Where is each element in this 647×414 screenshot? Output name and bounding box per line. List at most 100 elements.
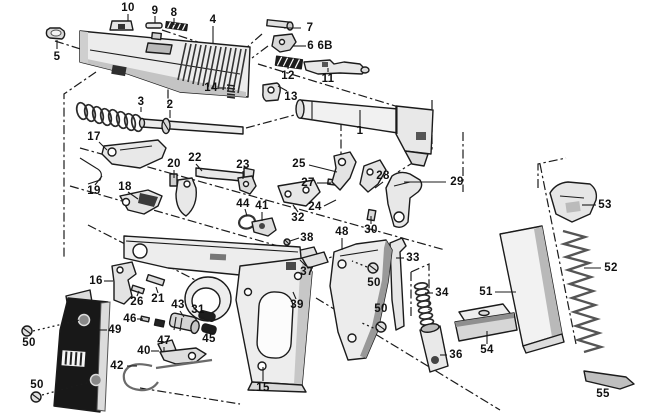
part-36-mainspring-seat [419,323,449,373]
leader-lines [56,14,601,381]
part-label-28: 28 [376,170,390,182]
part-label-45: 45 [202,333,216,345]
part-label-50: 50 [374,303,388,315]
part-18-takedown-lever [119,189,163,215]
part-10-rear-sight [109,20,134,31]
part-15-frame [123,235,329,393]
part-label-13: 13 [284,91,298,103]
part-label-11: 11 [321,73,335,85]
part-52-magazine-spring [559,229,606,354]
part-31-spring [198,310,216,322]
part-26-pin [130,284,146,295]
part-label-17: 17 [87,131,101,143]
part-label-8: 8 [170,7,178,19]
part-label-55: 55 [596,388,610,400]
part-label-50: 50 [30,379,44,391]
part-label-24: 24 [308,201,322,213]
part-label-46: 46 [123,313,137,325]
part-8-spring-pin [164,20,189,32]
part-54-base-pad [454,303,518,342]
part-48-right-grip-panel [329,239,393,361]
part-19-spring-wire [79,157,102,185]
part-label-26: 26 [130,296,144,308]
part-label-36: 36 [449,349,463,361]
part-53-magazine-follower [549,181,598,223]
part-2-recoil-spring-guide [138,117,244,135]
part-label-1: 1 [356,125,364,137]
part-44-o-ring [237,214,257,230]
part-46-pin [139,315,166,328]
part-label-40: 40 [137,345,151,357]
part-23-lever [237,175,257,195]
part-14-spring [226,84,236,99]
part-label-23: 23 [236,159,250,171]
part-6-extractor [271,33,297,53]
part-label-12: 12 [281,70,295,82]
part-label-27: 27 [301,177,315,189]
part-label-51: 51 [479,286,493,298]
part-4-slide [79,30,251,98]
part-label-7: 7 [306,22,314,34]
part-label-41: 41 [255,200,269,212]
part-label-4: 4 [209,14,217,26]
part-7-extractor-pin [266,19,294,31]
part-label-44: 44 [236,198,250,210]
part-51-magazine-body [499,225,565,354]
part-16-slide-catch-lever [111,261,137,305]
part-label-39: 39 [290,299,304,311]
part-label-53: 53 [598,199,612,211]
part-label-48: 48 [335,226,349,238]
part-32-plate [277,179,321,207]
part-label-21: 21 [151,293,165,305]
part-41-block [251,217,277,237]
part-label-34: 34 [435,287,449,299]
part-38-screw [283,238,291,246]
part-label-29: 29 [450,176,464,188]
part-label-2: 2 [166,99,174,111]
grip-screw [367,262,379,274]
part-label-6-6B: 6 6B [307,40,333,52]
part-42-spring-wire [122,358,213,392]
part-1-barrel [295,99,434,167]
part-label-32: 32 [291,212,305,224]
grip-logo [61,350,86,367]
part-trigger [175,177,197,217]
part-47-sear-lever [159,347,207,365]
part-label-22: 22 [188,152,202,164]
part-13-safety-lock [262,82,281,102]
part-label-15: 15 [256,382,270,394]
part-label-50: 50 [367,277,381,289]
part-label-9: 9 [151,5,159,17]
part-label-43: 43 [171,299,185,311]
part-55-floor-plate [583,370,635,390]
part-label-38: 38 [300,232,314,244]
part-label-30: 30 [364,224,378,236]
part-label-54: 54 [480,344,494,356]
part-11-firing-pin [303,59,370,75]
part-12-firing-pin-spring [274,55,304,70]
part-label-14: 14 [204,82,218,94]
part-label-10: 10 [121,2,135,14]
grip-screw [375,321,387,333]
part-label-42: 42 [110,360,124,372]
part-label-52: 52 [604,262,618,274]
part-label-20: 20 [167,158,181,170]
part-label-19: 19 [87,185,101,197]
part-label-25: 25 [292,158,306,170]
part-45-pin [201,323,217,335]
centerlines [54,29,577,411]
part-label-31: 31 [191,304,205,316]
part-21-pin [145,273,166,287]
part-label-49: 49 [108,324,122,336]
screw-alignment-lines [32,260,379,396]
part-label-50: 50 [22,337,36,349]
part-43-mag-catch [168,312,200,335]
part-50-grip-screws [21,262,387,403]
grip-screw [30,391,42,403]
part-28-lever [359,159,387,193]
part-9-pin [145,22,163,29]
part-label-37: 37 [300,266,314,278]
part-label-16: 16 [89,275,103,287]
part-33-hammer-strut [389,237,407,331]
